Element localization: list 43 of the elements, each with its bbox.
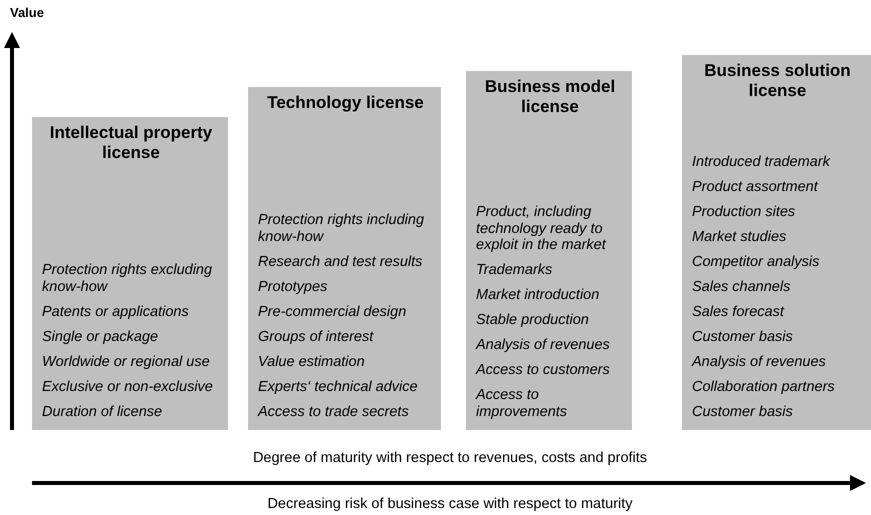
list-item: Single or package xyxy=(42,328,160,345)
list-item: Exclusive or non-exclusive xyxy=(42,378,214,395)
axis-caption: Decreasing risk of business case with respect to maturity xyxy=(267,496,633,512)
list-item: Pre-commercial design xyxy=(258,304,408,320)
list-item: Customer basis xyxy=(692,404,794,420)
axis-caption: Degree of maturity with respect to revenues, costs and profits xyxy=(252,450,648,466)
list-item: Introduced trademark xyxy=(692,154,832,170)
list-item: Access to trade secrets xyxy=(258,404,410,420)
list-item: Patents or applications xyxy=(42,304,190,320)
axis-label: Value xyxy=(10,5,44,20)
box-heading: Intellectual property license xyxy=(48,123,214,163)
box-heading: Technology license xyxy=(266,93,425,113)
box-heading: Business model license xyxy=(484,77,616,117)
list-item: Competitor analysis xyxy=(692,254,820,270)
list-item: Prototypes xyxy=(258,278,328,295)
list-item: Worldwide or regional use xyxy=(42,354,211,370)
list-item: Experts‘ technical advice xyxy=(258,378,419,395)
list-item: Research and test results xyxy=(258,254,424,270)
list-item: Protection rights including know-how xyxy=(258,212,426,245)
list-item: Stable production xyxy=(476,312,590,328)
list-item: Market introduction xyxy=(476,287,600,304)
list-item: Sales channels xyxy=(692,278,792,295)
list-item: Analysis of revenues xyxy=(476,337,611,354)
list-item: Market studies xyxy=(692,228,788,245)
license-box xyxy=(466,71,632,430)
list-item: Collaboration partners xyxy=(692,378,836,395)
license-box xyxy=(248,87,441,430)
list-item: Groups of interest xyxy=(258,328,375,345)
list-item: Value estimation xyxy=(258,354,366,370)
license-box xyxy=(682,55,871,430)
list-item: Access to improvements xyxy=(476,387,568,420)
license-box xyxy=(32,117,228,430)
list-item: Protection rights excluding know-how xyxy=(42,262,214,295)
list-item: Access to customers xyxy=(476,362,611,378)
list-item: Sales forecast xyxy=(692,304,786,320)
list-item: Production sites xyxy=(692,204,796,220)
box-heading: Business solution license xyxy=(703,61,852,101)
list-item: Product assortment xyxy=(692,178,820,195)
list-item: Duration of license xyxy=(42,404,164,420)
list-item: Trademarks xyxy=(476,262,554,278)
list-item: Customer basis xyxy=(692,328,794,345)
list-item: Analysis of revenues xyxy=(692,354,827,370)
list-item: Product, including technology ready to exploit in the market xyxy=(476,204,608,254)
